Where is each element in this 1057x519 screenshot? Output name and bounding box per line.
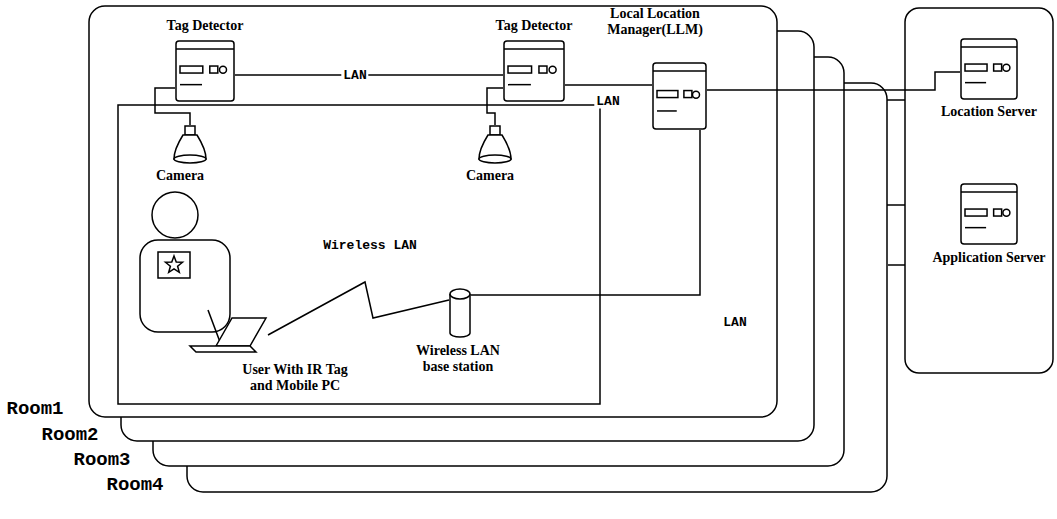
camera-node-shape: [172, 125, 208, 165]
room-outline: [89, 6, 777, 417]
base-station-body: [450, 294, 470, 337]
computer-node: Location Server: [960, 38, 1018, 100]
computer-case: [176, 41, 234, 101]
lan-connector: [487, 88, 503, 125]
power-button: [693, 91, 700, 98]
connector-label: LAN: [594, 94, 621, 109]
computer-top: [961, 46, 1017, 48]
camera-lens: [479, 155, 511, 163]
node-label: Camera: [466, 168, 514, 184]
room-label: Room3: [73, 449, 130, 471]
node-label: Application Server: [932, 250, 1045, 266]
drive-slot: [965, 209, 987, 216]
computer-top: [653, 70, 706, 72]
user-arm: [208, 310, 220, 342]
lan-connector: [155, 88, 190, 125]
power-button: [1003, 209, 1010, 216]
lan-wire: [888, 264, 905, 266]
computer-node: Local Location Manager(LLM): [652, 62, 707, 130]
computer-node-shape: [175, 40, 235, 102]
computer-node-shape: [960, 183, 1018, 245]
power-button: [549, 66, 556, 73]
node-label: Camera: [156, 168, 204, 184]
server-panel-outline: [905, 8, 1053, 373]
case-line: [965, 227, 986, 229]
computer-node: Tag Detector: [503, 40, 565, 102]
drive-slot: [508, 66, 532, 73]
node-label: Wireless LAN base station: [403, 343, 513, 375]
ir-tag-star: [165, 256, 182, 272]
node-label: Location Server: [941, 104, 1037, 120]
drive-slot: [210, 66, 218, 73]
drive-slot: [994, 209, 1002, 216]
drive-slot: [180, 66, 203, 73]
camera-node: Camera: [477, 125, 513, 165]
room-label: Room4: [106, 474, 163, 496]
computer-node: Tag Detector: [175, 40, 235, 102]
user-node: User With IR Tag and Mobile PC: [138, 190, 268, 355]
node-label: Local Location Manager(LLM): [594, 6, 716, 38]
lan-connector: [268, 282, 449, 335]
case-line: [508, 84, 531, 86]
power-button: [1003, 64, 1010, 71]
room-floor: [118, 105, 600, 404]
lan-connector: [235, 74, 503, 76]
node-label: Tag Detector: [167, 18, 244, 34]
drive-slot: [994, 64, 1002, 71]
room-label: Room1: [6, 398, 63, 420]
computer-node-shape: [503, 40, 565, 102]
room-label: Room2: [41, 424, 98, 446]
computer-node: Application Server: [960, 183, 1018, 245]
computer-case: [961, 184, 1017, 244]
user-head: [152, 192, 198, 238]
computer-top: [176, 48, 234, 50]
drive-slot: [657, 91, 678, 98]
user-node-shape: [138, 190, 268, 355]
computer-case: [653, 63, 706, 129]
room-box: Room1Tag DetectorTag DetectorLocal Locat…: [88, 5, 778, 418]
lan-connector: [471, 130, 700, 295]
computer-case: [961, 39, 1017, 99]
lan-connector: [565, 84, 652, 86]
connector-label: Wireless LAN: [321, 238, 419, 253]
node-label: User With IR Tag and Mobile PC: [231, 362, 359, 394]
ir-tag: [158, 252, 190, 278]
camera-node: Camera: [172, 125, 208, 165]
user-body: [140, 240, 230, 332]
connector-label: LAN: [721, 315, 748, 330]
computer-node-shape: [960, 38, 1018, 100]
drive-slot: [539, 66, 547, 73]
case-line: [180, 84, 202, 86]
camera-node-shape: [477, 125, 513, 165]
drive-slot: [965, 64, 987, 71]
power-button: [220, 66, 227, 73]
camera-mount: [490, 126, 500, 135]
computer-top: [504, 48, 564, 50]
laptop-base: [190, 346, 256, 352]
case-line: [657, 110, 677, 112]
base-station-node-shape: [449, 288, 471, 338]
base-station-top: [450, 289, 470, 299]
computer-node-shape: [652, 62, 707, 130]
case-line: [965, 82, 986, 84]
connector-label: LAN: [341, 68, 368, 83]
drive-slot: [684, 91, 692, 98]
node-label: Tag Detector: [496, 18, 573, 34]
camera-mount: [185, 126, 195, 135]
computer-top: [961, 191, 1017, 193]
camera-lens: [174, 155, 206, 163]
lan-connector: [707, 72, 960, 90]
base-station-node: Wireless LAN base station: [449, 288, 471, 338]
computer-case: [504, 41, 564, 101]
laptop-screen: [216, 318, 266, 346]
